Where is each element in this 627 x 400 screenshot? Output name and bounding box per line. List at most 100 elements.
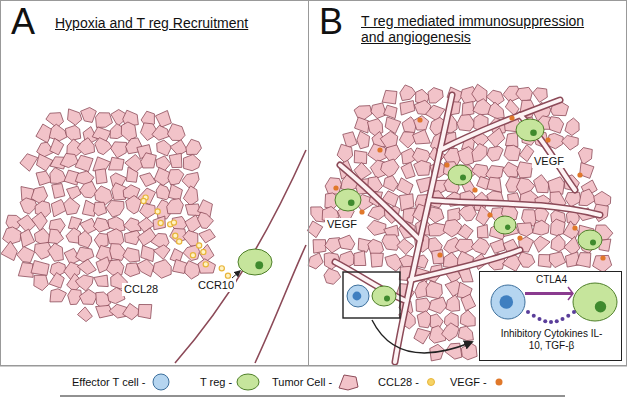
panel-title: T reg mediated immunosuppression and ang… [361,13,611,45]
tumor-cell [48,229,63,243]
ccl28-dot [155,209,160,214]
treg-nucleus [348,199,355,206]
tumor-cell [401,162,415,179]
legend-item: Tumor Cell - [272,372,360,392]
tumor-cell [79,289,97,304]
tumor-cell [382,235,400,251]
tumor-cell [337,144,352,163]
effector-nucleus [500,295,514,309]
tumor-cell [487,146,503,161]
tumor-cell [308,253,323,269]
tumor-cell [199,229,216,243]
tumor-cell [183,230,198,246]
cytokine-label: Inhibitory Cytokines IL-10, TGF-β [496,328,607,351]
tumor-cell [49,124,67,141]
tumor-cell [472,144,487,162]
tumor-cell [140,173,156,187]
treg-cell [516,119,544,141]
tumor-cell [471,238,489,255]
tumor-cell [477,225,488,238]
tumor-cell [157,140,172,156]
treg-nucleus [255,261,263,269]
tumor-cell [385,117,401,134]
tumor-cell [141,153,157,168]
tumor-cell [534,175,549,193]
tumor-cell [371,253,384,267]
tumor-cell [50,289,66,302]
tumor-cell [518,252,535,268]
legend-text: T reg - [200,376,232,388]
treg-cell [335,189,361,211]
tumor-cell [109,157,125,170]
tumor-cell [457,115,475,131]
tumor-cell [123,248,140,262]
legend-text: Effector T cell - [72,376,145,388]
tumor-cell [198,212,214,228]
tumor-cell [1,241,17,260]
vegf-dot [572,225,577,230]
tumor-cell [400,101,415,115]
tumor-cell [397,239,414,255]
tumor-cell [533,220,550,235]
treg-cell [448,165,472,185]
treg-cell [238,249,272,275]
legend-swatch-box [491,372,515,392]
tumor-cell [154,245,171,260]
tumor-cell [446,295,460,311]
zoom-box [343,272,400,318]
tumor-cell [593,255,612,272]
tumor-cell [517,162,533,178]
tumor-cell [462,102,474,117]
tumor-cell [126,196,142,214]
tumor-cell [550,219,565,235]
tumor-cell [458,326,473,340]
cytokine-dot [543,319,547,323]
ccl28-dot [203,262,208,267]
tumor-cell [75,155,93,171]
receptor-label: CCR10 [196,279,236,292]
tumor-cell [49,273,64,289]
panel-letter: A [11,1,51,42]
ccl28-dot [219,266,224,271]
vegf-dot [600,255,605,260]
tumor-cell [487,177,502,192]
tumor-cell [140,203,156,218]
legend-text: Tumor Cell - [272,376,332,388]
ctla4-ligand [568,287,573,300]
tumor-cell [445,343,462,359]
ccl28-dot [173,233,178,238]
vessel-lumen [430,200,600,215]
tumor-cell [381,159,399,177]
tumor-cell [137,259,154,277]
tumor-cell [402,117,416,133]
tumor-cell [77,259,96,275]
tumor-cell [517,223,533,237]
cytokine-dot [561,317,565,321]
tumor-cell [18,262,33,277]
molecule-label: CTLA4 [480,274,623,286]
tumor-cell [95,169,107,184]
tumor-cell [106,260,123,275]
tumor-cell [551,235,565,252]
tumor-cell [183,186,198,206]
tumor-cell [94,202,107,215]
molecule-label: VEGF [532,155,566,168]
tumor-cell [338,235,355,250]
treg-nucleus [530,129,537,136]
tumor-cell [460,310,475,326]
cytokine-dot [566,314,570,318]
ccl28-dot [141,198,146,203]
inset-box: CTLA4Inhibitory Cytokines IL-10, TGF-β [479,271,622,361]
tumor-cell [367,220,386,235]
treg-nucleus [590,240,596,246]
tumor-cell [428,88,443,103]
molecule-label: VEGF [325,218,359,231]
ccl28-dot [177,239,182,244]
ccl28-dot [201,249,206,254]
tumor-cell [576,253,591,268]
panel: AHypoxia and T reg Recruitment [0,0,309,366]
tumor-cell [382,90,397,104]
tumor-cell [65,125,80,140]
vegf-dot [333,185,338,190]
tumor-cell [414,328,431,344]
